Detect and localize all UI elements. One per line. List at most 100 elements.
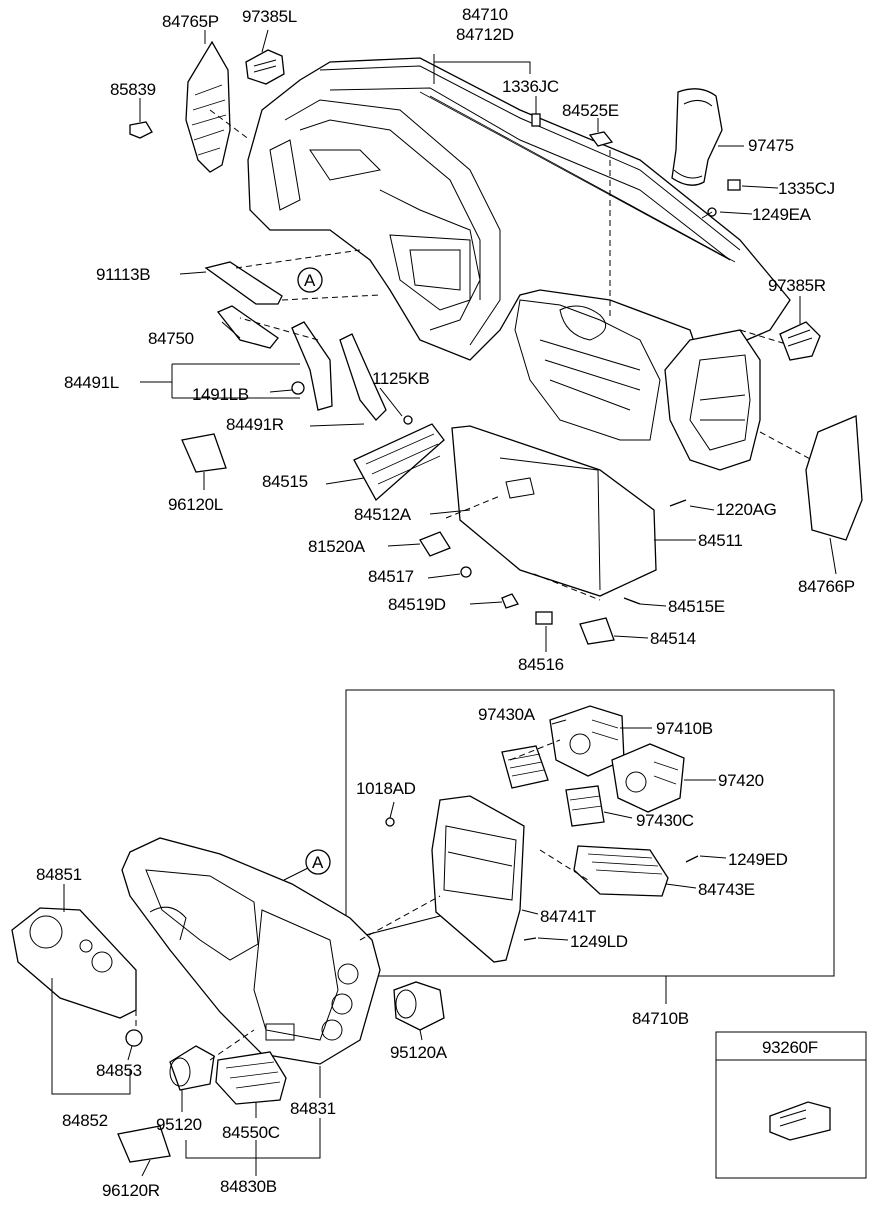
label-84750: 84750: [148, 329, 194, 348]
clip-1491LB: [291, 381, 305, 395]
screw-1249EA: [701, 207, 717, 219]
screw-1249LD: [523, 937, 537, 941]
label-84830B: 84830B: [220, 1177, 277, 1196]
label-84743E: 84743E: [698, 880, 755, 899]
bracket-84525E: [588, 131, 614, 147]
ref-a-circle-top: [297, 267, 323, 293]
label-84491L: 84491L: [64, 373, 119, 392]
label-1335CJ: 1335CJ: [778, 179, 835, 198]
label-97430A: 97430A: [478, 705, 536, 724]
label-84525E: 84525E: [562, 101, 619, 120]
tray-84743E: [573, 845, 669, 897]
label-95120: 95120: [156, 1115, 202, 1134]
label-84710: 84710: [462, 5, 508, 24]
vent-97420: [611, 743, 685, 813]
bracket-84491R: [339, 333, 387, 421]
socket-95120A: [393, 981, 445, 1031]
ref-a-circle-bottom: [305, 849, 331, 875]
hinge-84514: [579, 617, 615, 645]
label-84765P: 84765P: [162, 12, 219, 31]
label-84515: 84515: [262, 472, 308, 491]
label-97420: 97420: [718, 771, 764, 790]
crash-pad-lower-84831: [121, 837, 381, 1065]
ring-84853: [125, 1029, 143, 1047]
label-96120R: 96120R: [102, 1181, 160, 1200]
label-84550C: 84550C: [222, 1123, 280, 1142]
tray-84550C: [215, 1051, 287, 1105]
cover-91113B: [204, 261, 283, 305]
upper-leaders: [139, 29, 837, 652]
label-97385L: 97385L: [242, 7, 297, 26]
label-84853: 84853: [96, 1061, 142, 1080]
label-97410B: 97410B: [656, 719, 713, 738]
label-97385R: 97385R: [768, 276, 826, 295]
duct-97475: [671, 88, 723, 186]
label-1220AG: 1220AG: [716, 500, 777, 519]
label-84519D: 84519D: [388, 595, 446, 614]
side-cover-84766P: [805, 415, 863, 541]
label-1249EA: 1249EA: [752, 205, 812, 224]
damper-84519D: [501, 593, 519, 609]
clip-85839: [129, 121, 153, 139]
label-85839: 85839: [110, 80, 156, 99]
label-84491R: 84491R: [226, 415, 284, 434]
bracket-84491L: [291, 321, 333, 411]
label-1249LD: 1249LD: [570, 932, 628, 951]
pin-84515E: [623, 597, 641, 605]
vent-97385L: [245, 49, 285, 85]
jack-96120L: [181, 433, 227, 473]
panel-84515: [353, 423, 445, 502]
label-84511: 84511: [698, 531, 743, 550]
label-81520A: 81520A: [308, 537, 366, 556]
label-ref-a-top: A: [304, 271, 316, 290]
screw-1125KB: [403, 415, 413, 425]
crash-pad-84710: [247, 57, 791, 471]
label-84517: 84517: [368, 567, 414, 586]
label-91113B: 91113B: [96, 265, 150, 284]
label-84852: 84852: [62, 1111, 108, 1130]
lighter-95120: [169, 1045, 215, 1091]
assembly-box-84710B: [345, 689, 835, 977]
label-84710B: 84710B: [632, 1009, 689, 1028]
label-96120L: 96120L: [168, 495, 223, 514]
vent-97385R: [779, 321, 821, 361]
vent-97430A: [501, 745, 549, 789]
label-84514: 84514: [650, 629, 696, 648]
vent-97430C: [565, 785, 605, 827]
label-84741T: 84741T: [540, 907, 596, 926]
glove-box-84511: [451, 425, 657, 597]
lower-leaders: [51, 865, 441, 1177]
label-84712D: 84712D: [456, 25, 514, 44]
box-leaders: [389, 719, 727, 941]
screw-1018AD: [385, 817, 395, 827]
label-84512A: 84512A: [354, 505, 412, 524]
inset-93260F: [715, 1031, 867, 1179]
clip-1336JC: [531, 113, 541, 127]
label-97475: 97475: [748, 136, 794, 155]
label-84515E: 84515E: [668, 597, 725, 616]
part-labels: 84765P 97385L 84710 84712D 85839 1336JC …: [36, 5, 855, 1200]
latch-81520A: [419, 531, 451, 557]
jack-96120R: [117, 1125, 171, 1163]
label-93260F: 93260F: [762, 1038, 818, 1057]
label-ref-a-bottom: A: [312, 853, 324, 872]
label-1125KB: 1125KB: [372, 369, 429, 388]
label-95120A: 95120A: [390, 1043, 448, 1062]
side-cover-84765P: [185, 40, 231, 173]
label-97430C: 97430C: [636, 811, 694, 830]
label-84831: 84831: [290, 1099, 336, 1118]
center-bezel-84741T: [431, 795, 525, 963]
screw-1249ED: [685, 855, 699, 863]
clip-1335CJ: [727, 179, 741, 191]
label-84851: 84851: [36, 865, 82, 884]
bumper-84516: [535, 611, 553, 625]
label-1018AD: 1018AD: [356, 779, 416, 798]
label-1249ED: 1249ED: [728, 850, 788, 869]
label-1336JC: 1336JC: [502, 77, 559, 96]
screw-1220AG: [669, 499, 687, 507]
label-84516: 84516: [518, 655, 564, 674]
stopper-84517: [460, 566, 472, 578]
label-84766P: 84766P: [798, 577, 855, 596]
